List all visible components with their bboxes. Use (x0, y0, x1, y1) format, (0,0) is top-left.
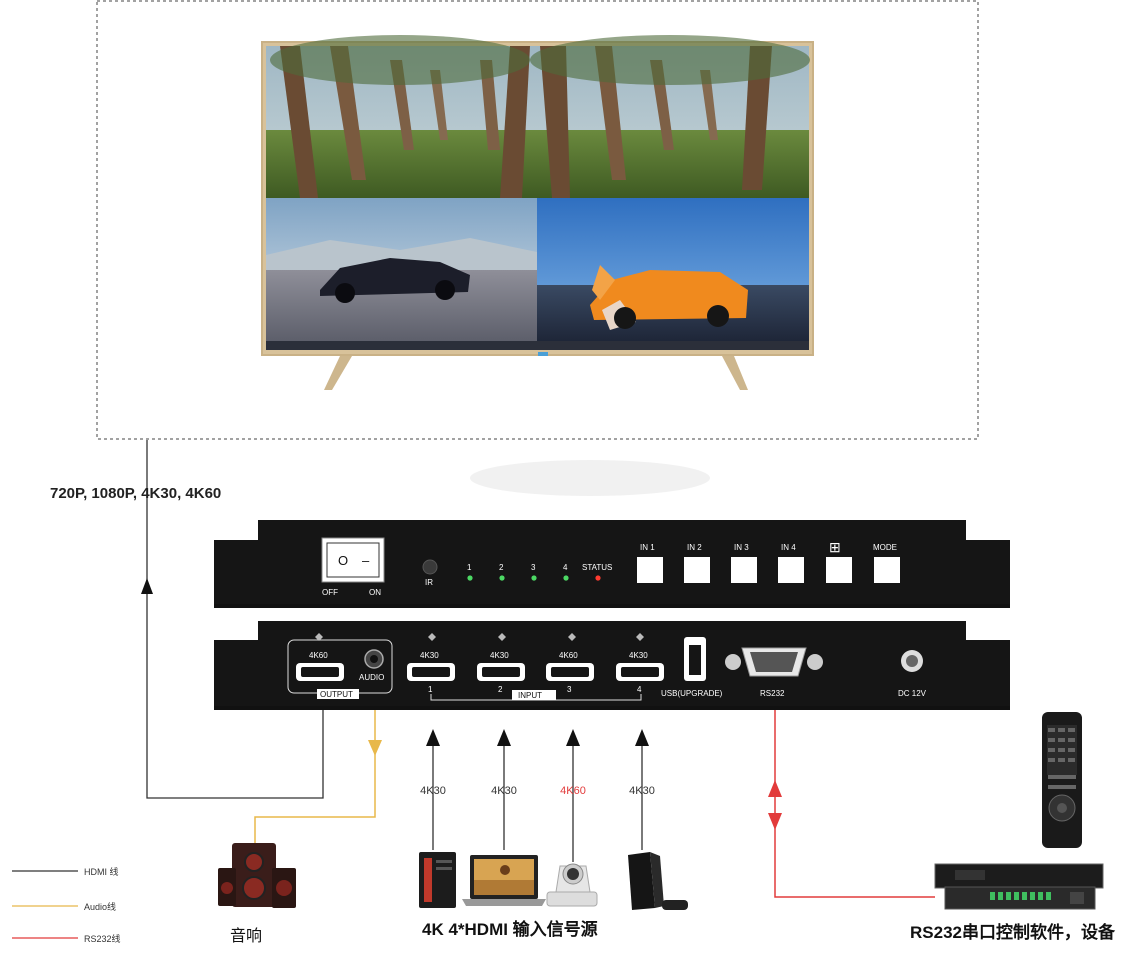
audio-label: AUDIO (359, 673, 384, 682)
switch-bar-label: – (362, 553, 370, 568)
central-control-unit-icon (934, 863, 1104, 910)
button-label-in4: IN 4 (781, 543, 796, 552)
input-arrow-1 (426, 729, 440, 746)
ptz-camera-icon (546, 863, 598, 907)
led-label-4: 4 (563, 563, 568, 572)
input-number-4: 4 (637, 685, 642, 694)
rs232-arrow-up (768, 780, 782, 797)
tv-stand-left (324, 356, 352, 390)
input-label: INPUT (518, 691, 542, 700)
input-signal-label-4: 4K30 (629, 785, 655, 797)
audio-arrow (368, 740, 382, 756)
input-port-label-4: 4K30 (629, 651, 648, 660)
ir-label: IR (425, 578, 433, 587)
screen-quadrant-forest-left (266, 35, 537, 198)
audio-cable (254, 710, 376, 850)
rs232-cable (774, 710, 935, 898)
input-number-3: 3 (567, 685, 572, 694)
button-quad[interactable] (826, 557, 852, 583)
game-console-icon (628, 852, 688, 910)
output-label: OUTPUT (320, 690, 353, 699)
button-in2[interactable] (684, 557, 710, 583)
speaker-icon (218, 843, 296, 908)
input-signal-label-2: 4K30 (491, 785, 517, 797)
input-port-label-1: 4K30 (420, 651, 439, 660)
input-arrow-3 (566, 729, 580, 746)
rs232-label: RS232 (760, 689, 785, 698)
legend-label-rs232: RS232线 (84, 934, 121, 944)
speaker-caption: 音响 (230, 928, 263, 945)
input-number-2: 2 (498, 685, 503, 694)
rs232-arrow-down (768, 813, 782, 830)
input-signal-label-3: 4K60 (560, 785, 586, 797)
button-in4[interactable] (778, 557, 804, 583)
button-label-in3: IN 3 (734, 543, 749, 552)
pc-tower-icon (419, 852, 456, 908)
hdmi-output-cable (146, 440, 324, 799)
button-label-in2: IN 2 (687, 543, 702, 552)
hdmi-input-ports (407, 633, 664, 701)
button-in1[interactable] (637, 557, 663, 583)
led-2 (499, 575, 505, 581)
input-arrow-4 (635, 729, 649, 746)
ir-receiver-icon (422, 559, 438, 575)
switch-on-label: ON (369, 588, 381, 597)
laptop-icon (462, 855, 546, 906)
switch-off-label: OFF (322, 588, 338, 597)
input-port-label-3: 4K60 (559, 651, 578, 660)
rs232-port (725, 647, 823, 677)
rear-panel: 4K60 AUDIO OUTPUT 4K30 4K30 4K60 4K30 1 … (214, 621, 1010, 710)
tv-monitor (261, 35, 814, 390)
button-label-in1: IN 1 (640, 543, 655, 552)
front-panel: O – OFF ON IR 1 2 3 4 STATUS IN 1 IN 2 I… (214, 520, 1010, 608)
output-resolution-label: 720P, 1080P, 4K30, 4K60 (50, 485, 222, 502)
button-label-mode: MODE (873, 543, 897, 552)
button-mode[interactable] (874, 557, 900, 583)
screen-quadrant-forest-right (530, 35, 810, 198)
led-label-status: STATUS (582, 563, 612, 572)
led-label-1: 1 (467, 563, 472, 572)
display-area-border (96, 0, 979, 440)
led-status (595, 575, 601, 581)
usb-label: USB(UPGRADE) (661, 689, 723, 698)
switch-o-label: O (338, 553, 348, 568)
led-1 (467, 575, 473, 581)
control-caption: RS232串口控制软件，设备 (910, 923, 1115, 942)
led-3 (531, 575, 537, 581)
input-signal-label-1: 4K30 (420, 785, 446, 797)
input-arrow-2 (497, 729, 511, 746)
led-4 (563, 575, 569, 581)
screen-quadrant-orange-car (537, 198, 809, 341)
led-label-3: 3 (531, 563, 536, 572)
ir-remote-icon (1042, 712, 1082, 848)
led-label-2: 2 (499, 563, 504, 572)
legend-label-audio: Audio线 (84, 902, 117, 912)
hdmi-output-arrow (141, 578, 153, 594)
input-cables (426, 729, 649, 862)
output-port-label: 4K60 (309, 651, 328, 660)
quad-layout-icon: ⊞ (829, 539, 841, 555)
dc-label: DC 12V (898, 689, 927, 698)
legend-label-hdmi: HDMI 线 (84, 867, 119, 877)
input-port-label-2: 4K30 (490, 651, 509, 660)
input-number-1: 1 (428, 685, 433, 694)
screen-taskbar (266, 341, 809, 350)
tv-stand-right (722, 356, 748, 390)
button-in3[interactable] (731, 557, 757, 583)
input-sources-caption: 4K 4*HDMI 输入信号源 (422, 920, 598, 939)
screen-quadrant-dark-car (266, 198, 537, 341)
